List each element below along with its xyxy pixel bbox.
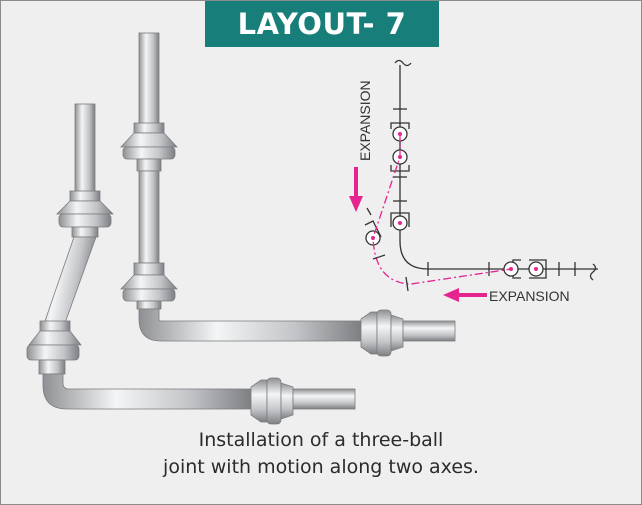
displaced-position-line	[372, 134, 512, 285]
expansion-label-horizontal: EXPANSION	[489, 288, 570, 304]
expansion-arrow-vertical	[349, 167, 363, 212]
caption-line-2: joint with motion along two axes.	[163, 456, 479, 478]
pipe-vertical-top	[138, 32, 160, 126]
pipe-horizontal-end-upright	[402, 320, 456, 342]
pipe-elbow-angled	[42, 373, 252, 410]
pipe-assembly-angled	[26, 103, 356, 425]
break-mark-top	[394, 59, 412, 67]
layout-title: LAYOUT- 7	[205, 1, 439, 47]
schematic-ball-centers	[371, 132, 538, 271]
ball-joint-upper	[120, 122, 178, 172]
pipe-assembly-upright	[120, 32, 456, 357]
ball-joint-top-angled	[56, 190, 114, 238]
schematic	[364, 59, 598, 281]
expansion-arrow-horizontal	[443, 288, 487, 302]
pipe-vertical-top-angled	[74, 103, 96, 193]
schematic-horizontal-line	[399, 240, 598, 270]
schematic-ball-joints	[365, 126, 544, 277]
ball-joint-right-angled	[250, 377, 294, 425]
caption-line-1: Installation of a three-ball	[198, 429, 444, 451]
break-mark-right	[589, 263, 597, 281]
pipe-horizontal-end-angled	[292, 388, 356, 410]
ball-joint-bottom-angled	[26, 320, 82, 375]
ball-joint-middle	[120, 262, 178, 310]
pipe-diagonal	[44, 236, 97, 324]
figure-caption: Installation of a three-ball joint with …	[131, 427, 511, 481]
displaced-ticks	[372, 254, 409, 292]
pipe-vertical-middle	[138, 170, 160, 264]
pipe-elbow-upright	[138, 308, 362, 342]
expansion-label-vertical: EXPANSION	[357, 80, 373, 161]
ball-joint-right	[360, 309, 404, 357]
